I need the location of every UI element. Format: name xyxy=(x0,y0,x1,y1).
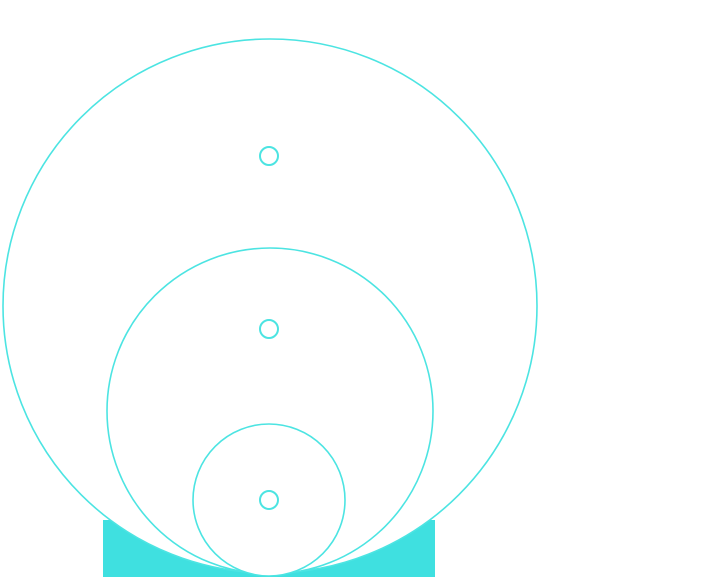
marker-middle xyxy=(259,319,279,339)
marker-bottom xyxy=(259,490,279,510)
marker-top xyxy=(259,146,279,166)
